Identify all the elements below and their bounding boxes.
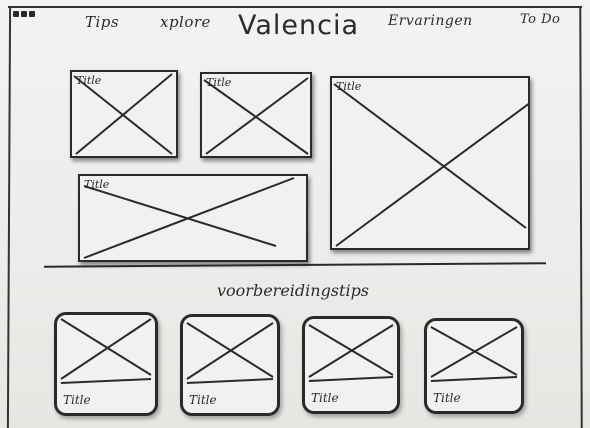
featured-card-large[interactable]: Title [330, 76, 530, 250]
image-placeholder-icon [308, 324, 394, 382]
tip-card[interactable]: Title [424, 318, 524, 414]
nav-tips-link[interactable]: Tips [85, 13, 120, 31]
image-placeholder-icon [186, 322, 274, 384]
image-placeholder-icon [203, 77, 309, 155]
nav-explore-link[interactable]: xplore [160, 13, 211, 31]
nav-ervaringen-link[interactable]: Ervaringen [388, 13, 473, 29]
window-controls[interactable] [13, 11, 35, 17]
image-placeholder-icon [333, 83, 528, 247]
image-placeholder-icon [430, 326, 518, 382]
featured-card-wide[interactable]: Title [78, 174, 308, 262]
image-placeholder-icon [83, 177, 295, 259]
tip-card[interactable]: Title [54, 312, 158, 416]
section-title: voorbereidingstips [217, 281, 370, 300]
image-placeholder-icon [73, 73, 173, 155]
nav-todo-link[interactable]: To Do [520, 12, 561, 27]
card-title: Title [76, 74, 102, 87]
card-title: Title [433, 391, 461, 405]
card-title: Title [206, 76, 232, 89]
image-placeholder-icon [60, 318, 152, 384]
card-title: Title [311, 391, 339, 405]
control-dot-icon [21, 11, 27, 17]
featured-card[interactable]: Title [200, 72, 312, 158]
tip-card[interactable]: Title [180, 314, 280, 416]
brand-title[interactable]: Valencia [238, 10, 360, 41]
card-title: Title [84, 178, 110, 191]
tip-card[interactable]: Title [302, 316, 400, 414]
control-dot-icon [13, 11, 19, 17]
card-title: Title [63, 393, 91, 407]
featured-card[interactable]: Title [70, 70, 178, 158]
control-dot-icon [29, 11, 35, 17]
card-title: Title [189, 393, 217, 407]
frame-border-top [8, 6, 582, 8]
card-title: Title [336, 80, 362, 93]
